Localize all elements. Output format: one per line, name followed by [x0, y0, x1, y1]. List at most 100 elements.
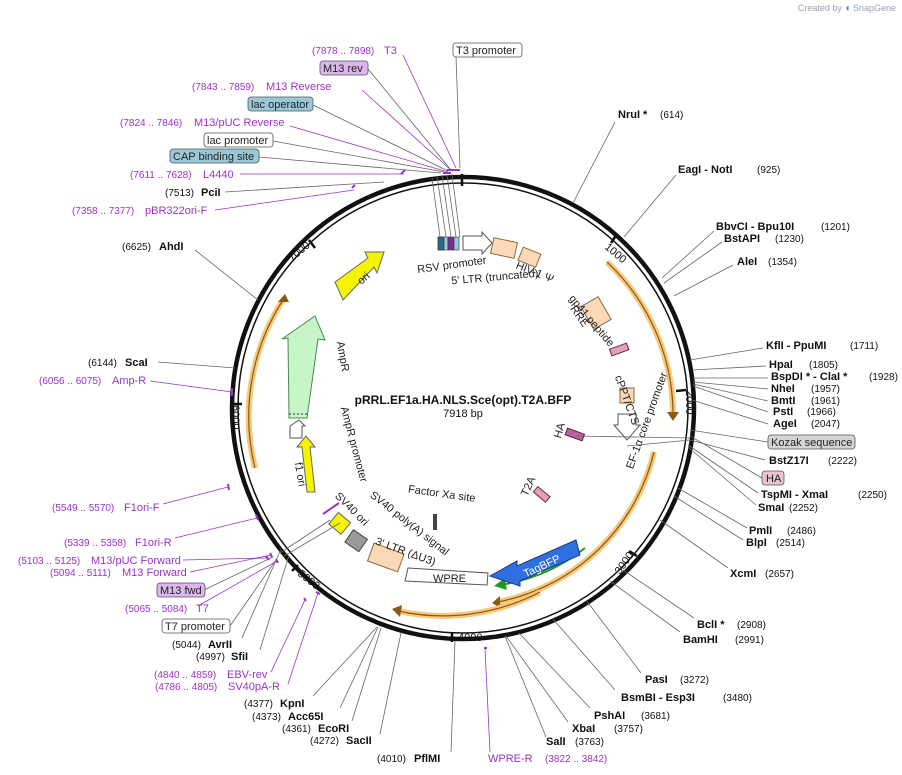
- gp41-box: [608, 342, 630, 357]
- site-position: (2657): [765, 569, 794, 580]
- tick-label: 7000: [286, 239, 312, 264]
- tick-mark: [291, 564, 299, 572]
- primer-position: (7358 .. 7377): [72, 206, 134, 217]
- site-position: (1201): [821, 222, 850, 233]
- site-position: (1711): [850, 341, 878, 352]
- site-position: (4010): [377, 754, 406, 765]
- feature-connectors: [279, 173, 691, 557]
- site-position: (6625): [122, 242, 151, 253]
- site-position: (1957): [811, 384, 840, 395]
- ef1a-promoter-arrow: [612, 413, 642, 441]
- site-label: ScaI: [125, 357, 148, 369]
- f1ori-arrow: [295, 435, 317, 493]
- primer-label: Amp-R: [112, 375, 146, 387]
- primer-position: (4840 .. 4859): [154, 670, 216, 681]
- primer-label: M13/pUC Reverse: [194, 117, 284, 129]
- tick-mark: [609, 233, 619, 244]
- plasmid-size: 7918 bp: [443, 408, 483, 420]
- site-label: NruI *: [618, 109, 648, 121]
- site-label: PciI: [201, 187, 221, 199]
- site-label: PshAI: [594, 710, 625, 722]
- site-label: BstAPI: [724, 233, 760, 245]
- factor-xa-label: Factor Xa site: [407, 484, 476, 505]
- ltr3-box: [366, 542, 405, 573]
- site-position: (925): [757, 165, 780, 176]
- box-label: CAP binding site: [173, 151, 254, 163]
- primer-label: F1ori-F: [124, 502, 160, 514]
- ampr-promoter-arrow: [289, 419, 307, 439]
- ltr5-box: [490, 237, 518, 259]
- site-position: (2514): [776, 538, 805, 549]
- site-label: PstI: [773, 406, 793, 418]
- primer-position: (5094 .. 5111): [50, 568, 111, 579]
- site-position: (2222): [828, 456, 857, 467]
- tick-label: 2000: [683, 390, 695, 414]
- site-label: Acc65I: [288, 711, 323, 723]
- feature-small-boxes-top: [437, 230, 493, 256]
- primer-label: M13/pUC Forward: [91, 555, 181, 567]
- site-label: EcoRI: [318, 723, 349, 735]
- primer-label: L4440: [203, 169, 234, 181]
- site-label: BclI *: [697, 619, 725, 631]
- ori-arrow: [334, 251, 385, 301]
- site-label: SfiI: [231, 651, 248, 663]
- site-label: AhdI: [159, 241, 183, 253]
- site-position: (3272): [680, 675, 709, 686]
- backbone-ticks: [232, 174, 687, 642]
- tick-mark: [675, 388, 687, 393]
- primer-position: (5339 .. 5358): [64, 538, 126, 549]
- cppt-box: [619, 387, 635, 404]
- box-label: M13 fwd: [160, 585, 202, 597]
- hiv-psi-box: [517, 246, 542, 268]
- tagbfp-arrow: [488, 539, 581, 587]
- primer-label: T3: [384, 45, 397, 57]
- t2a-label: T2A: [519, 474, 539, 498]
- primer-label: T7: [196, 603, 209, 615]
- site-label: BmtI: [771, 395, 795, 407]
- ha-box: [564, 427, 586, 442]
- site-label: SmaI: [758, 502, 784, 514]
- box-label: Kozak sequence: [771, 437, 852, 449]
- box-label: lac operator: [251, 99, 309, 111]
- ha-label: HA: [552, 421, 568, 440]
- site-label: HpaI: [769, 359, 793, 371]
- primer-label: EBV-rev: [227, 669, 268, 681]
- site-position: (2252): [789, 503, 818, 514]
- primer-label: M13 Reverse: [266, 81, 331, 93]
- site-position: (2991): [735, 635, 764, 646]
- primer-position: (3822 .. 3842): [545, 754, 607, 765]
- tick-mark: [628, 549, 638, 558]
- site-label: SalI: [546, 736, 566, 748]
- orf-arc-bottom: [392, 589, 542, 619]
- site-label: AvrII: [208, 639, 232, 651]
- site-label: BlpI: [746, 537, 767, 549]
- primer-label: SV40pA-R: [228, 681, 280, 693]
- boxed-labels: T3 promoter M13 rev lac operator lac pro…: [156, 42, 856, 634]
- ampr-label: AmpR: [334, 340, 351, 372]
- site-label: NheI: [771, 383, 795, 395]
- site-position: (2047): [811, 419, 840, 430]
- site-position: (1928): [869, 372, 898, 383]
- site-label: BamHI: [683, 634, 718, 646]
- site-position: (3480): [723, 693, 752, 704]
- site-label: BbvCI - Bpu10I: [716, 221, 794, 233]
- site-label: PmlI: [749, 525, 772, 537]
- snapgene-logo-icon: ◖: [844, 3, 851, 14]
- ampr-promoter-label: AmpR promoter: [338, 405, 370, 483]
- primer-position: (5549 .. 5570): [52, 503, 114, 514]
- site-position: (1230): [775, 234, 804, 245]
- site-label: AleI: [737, 256, 757, 268]
- tick-label: 6000: [229, 405, 241, 429]
- plasmid-name: pRRL.EF1a.HA.NLS.Sce(opt).T2A.BFP: [355, 393, 572, 407]
- site-position: (1805): [809, 360, 838, 371]
- site-position: (1961): [811, 396, 840, 407]
- site-position: (4997): [196, 652, 225, 663]
- orf-arc-left: [245, 294, 289, 469]
- site-label: TspMI - XmaI: [761, 489, 828, 501]
- rre-box: [580, 296, 612, 330]
- site-list-right: NruI * (614) EagI - NotI (925) BbvCI - B…: [504, 109, 898, 748]
- wpre-label: WPRE: [433, 573, 466, 585]
- snapgene-logo-text: SnapGene: [852, 3, 896, 13]
- site-label: AgeI: [773, 418, 797, 430]
